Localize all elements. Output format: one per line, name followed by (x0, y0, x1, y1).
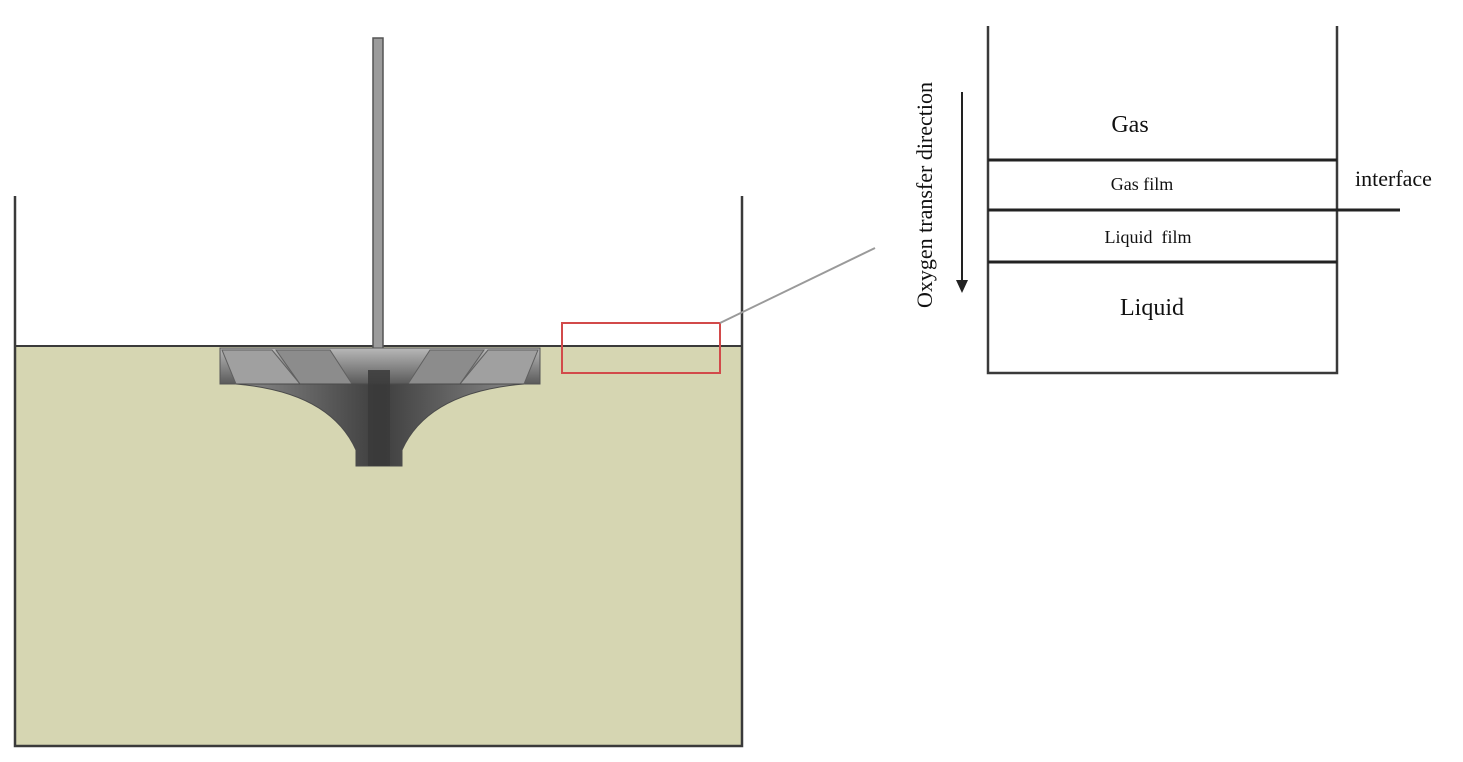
gas-label: Gas (1111, 112, 1148, 138)
gas-film-label: Gas film (1111, 174, 1174, 194)
impeller-hub (368, 370, 390, 466)
tank-wall (13, 196, 744, 748)
zoom-leader-line (719, 247, 876, 324)
agitator-shaft (372, 37, 384, 373)
oxygen-direction-arrowhead (956, 280, 968, 293)
impeller (219, 347, 541, 467)
interface-label: interface (1355, 166, 1432, 191)
liquid-film-label: Liquid film (1105, 227, 1192, 247)
agitator (219, 37, 541, 467)
liquid-label: Liquid (1120, 295, 1184, 321)
two-film-diagram: Gas Gas film Liquid film Liquid interfac… (912, 26, 1432, 375)
film-container (986, 26, 1339, 375)
oxygen-transfer-direction-label: Oxygen transfer direction (912, 82, 937, 308)
interface-highlight-box (561, 322, 721, 374)
